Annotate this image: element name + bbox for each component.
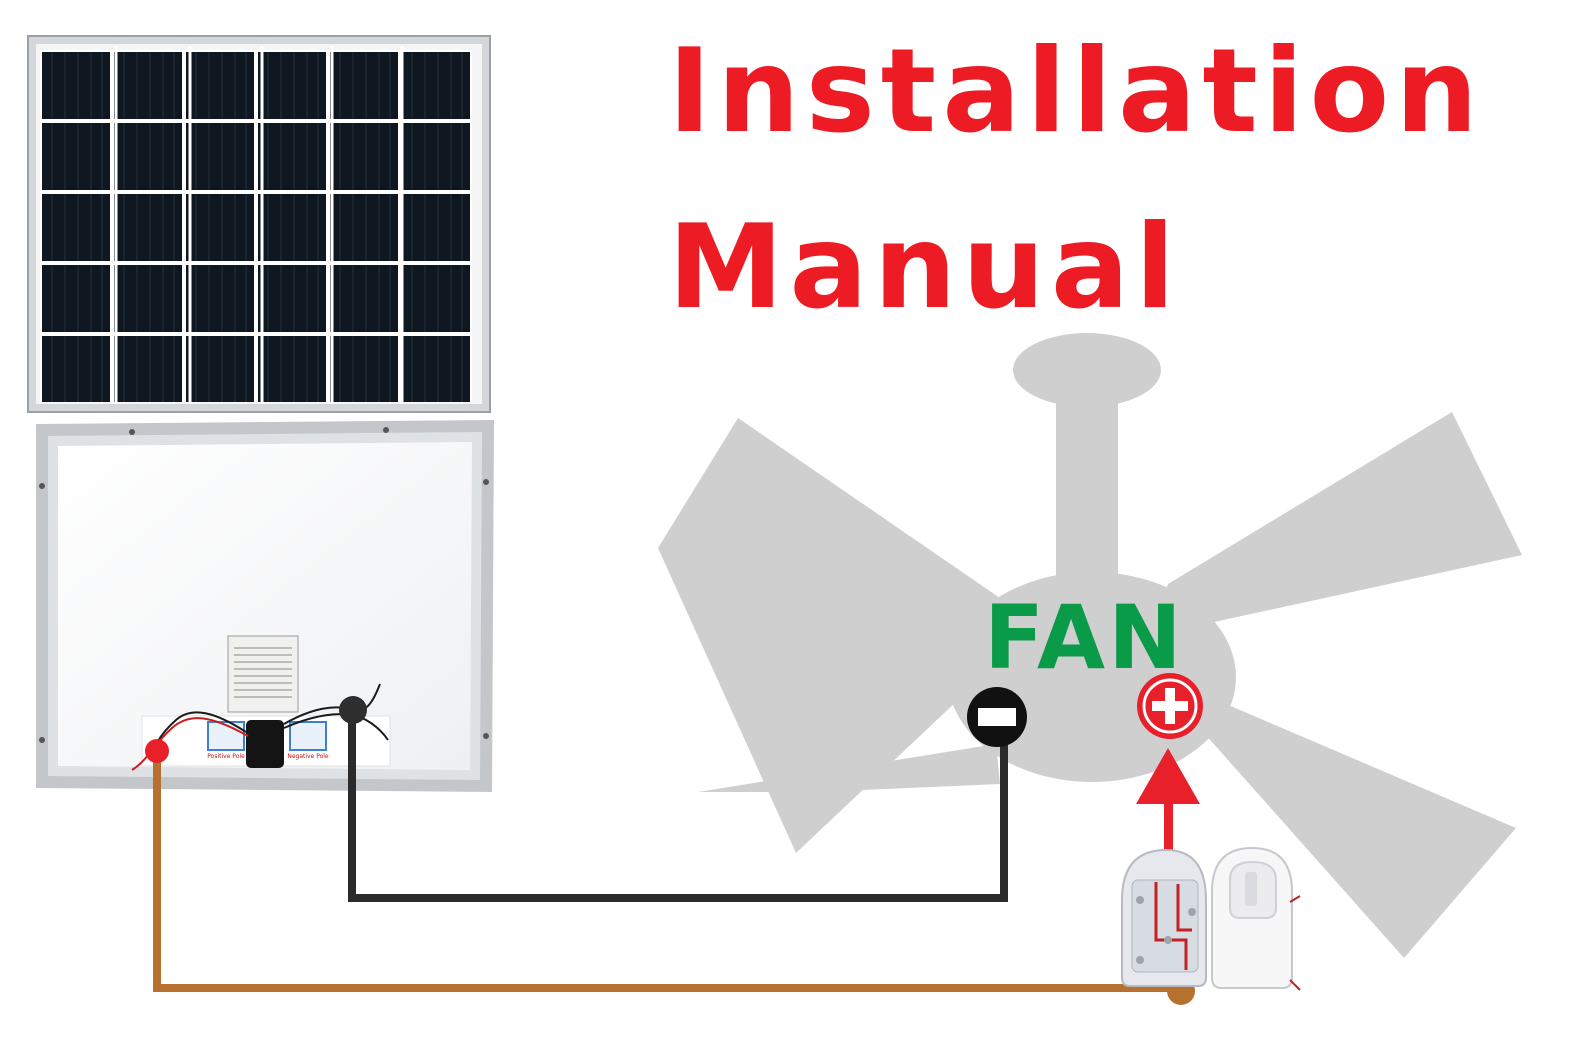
positive-wire <box>153 752 1182 992</box>
negative-lead-dot <box>339 696 367 724</box>
solar-panel-back: Positive Pole Negative Pole <box>36 420 494 792</box>
switch-box-cover <box>1211 846 1301 991</box>
junction-box <box>246 720 284 768</box>
negative-wire <box>348 712 1008 902</box>
negative-pole-sticker: Negative Pole <box>287 721 329 760</box>
solar-panel-front <box>27 35 491 413</box>
negative-symbol: − <box>995 718 998 723</box>
switch-box-open-half <box>1121 848 1207 987</box>
positive-terminal: + <box>1137 673 1203 739</box>
title-line-1: Installation <box>668 24 1484 159</box>
positive-lead-dot <box>145 739 169 763</box>
switch-box <box>1121 846 1301 991</box>
negative-pole-label: Negative Pole <box>287 753 329 760</box>
positive-pole-label: Positive Pole <box>207 753 245 760</box>
spec-sticker <box>227 635 299 713</box>
title-line-2: Manual <box>668 200 1181 335</box>
fan-label: FAN <box>984 586 1185 689</box>
positive-symbol: + <box>1168 706 1171 711</box>
negative-terminal: − <box>967 687 1027 747</box>
